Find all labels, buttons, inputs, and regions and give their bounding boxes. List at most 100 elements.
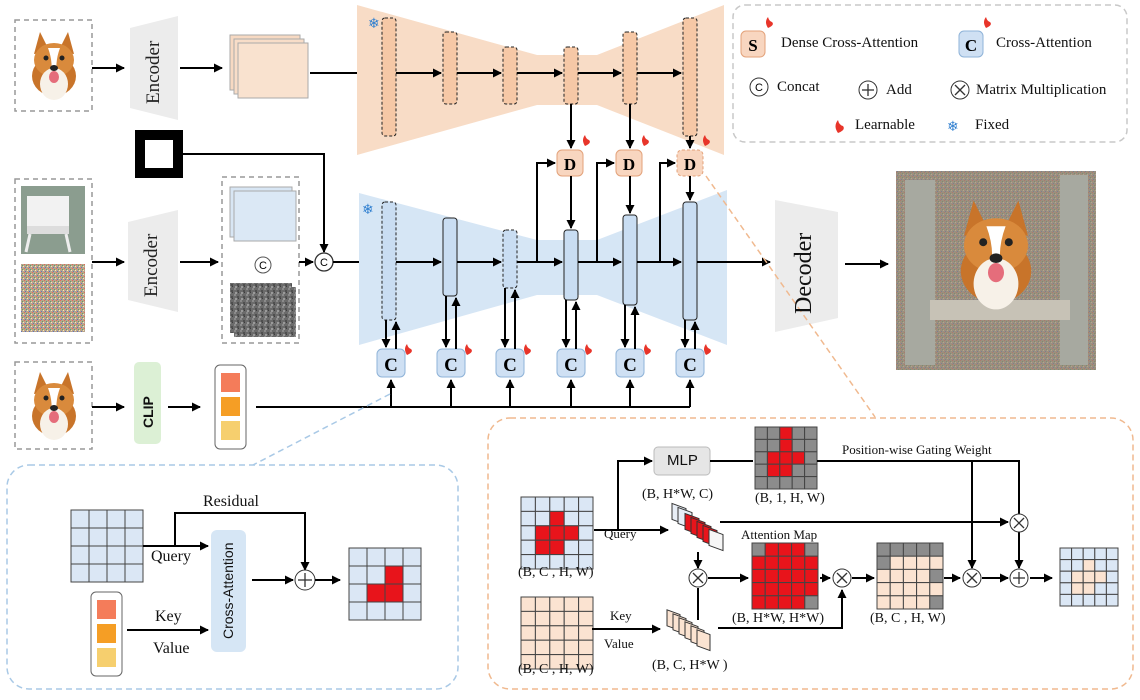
grid-cell (754, 451, 768, 465)
grid-cell (791, 426, 806, 440)
grid-cell (804, 542, 819, 557)
grid-cell (916, 582, 931, 597)
mid-unet-blocks (381, 201, 698, 321)
grid-cell (751, 542, 766, 557)
clip-box (134, 362, 161, 444)
legend-dense-icon (740, 30, 766, 58)
grid-cell (916, 568, 931, 584)
grid-cell (124, 527, 144, 547)
grid-cell (804, 568, 819, 584)
grid-cell (766, 426, 781, 440)
grid-cell (549, 639, 565, 656)
grid-cell (876, 568, 891, 584)
c-label-2: C (444, 355, 458, 376)
grid-cell (1094, 570, 1107, 584)
key-label: Key (155, 608, 182, 625)
grid-cell (1059, 559, 1073, 572)
grid-cell (754, 463, 768, 478)
grid-cell (766, 438, 781, 453)
grid-cell (563, 510, 580, 527)
clip-label: CLIP (140, 396, 156, 428)
legend-dense-text: Dense Cross-Attention (781, 35, 919, 51)
legend-fixed-text: Fixed (975, 117, 1010, 133)
legend-cross-letter: C (965, 36, 977, 55)
grid-cell (889, 582, 904, 597)
grid-cell (791, 438, 806, 453)
grid-cell (563, 539, 580, 556)
grid-cell (766, 451, 781, 465)
grid-cell (1105, 570, 1119, 584)
grid-cell (366, 565, 386, 585)
grid-cell (902, 555, 918, 570)
dim-bhwhw: (B, H*W, H*W) (732, 611, 825, 626)
grid-cell (929, 555, 944, 570)
grid-cell (384, 547, 404, 567)
grid-cell (777, 582, 793, 597)
add-node-right (1009, 568, 1029, 588)
grid-cell (1094, 547, 1107, 561)
legend-add-text: Add (886, 82, 912, 98)
grid-cell (777, 595, 793, 610)
query-feature-grid (520, 496, 594, 570)
legend-concat-text: Concat (777, 79, 820, 95)
grid-cell (1082, 570, 1096, 584)
grid-cell (916, 542, 931, 557)
key-label-right: Key (610, 608, 632, 623)
grid-cell (1105, 559, 1119, 572)
grid-cell (791, 568, 806, 584)
fire-icons-d (583, 135, 710, 146)
grid-cell (764, 568, 779, 584)
query-label: Query (151, 548, 191, 565)
grid-cell (534, 496, 551, 512)
grid-cell (1082, 547, 1096, 561)
grid-cell (106, 545, 126, 565)
grid-cell (751, 555, 766, 570)
grid-cell (929, 568, 944, 584)
grid-cell (916, 555, 931, 570)
grid-cell (520, 510, 536, 527)
grid-cell (348, 601, 368, 621)
grid-cell (1059, 570, 1073, 584)
grid-cell (766, 476, 781, 490)
grid-cell (791, 582, 806, 597)
decoder-label: Decoder (791, 232, 817, 314)
grid-cell (578, 625, 594, 641)
grid-cell (1059, 582, 1073, 595)
concat-symbol-small: C (259, 260, 267, 272)
dim-b1hw: (B, 1, H, W) (755, 491, 825, 506)
grid-cell (578, 539, 594, 556)
fire-icon (766, 17, 773, 28)
grid-cell (1082, 593, 1096, 607)
key-value-embedding (90, 591, 123, 677)
residual-arrow (174, 512, 310, 571)
d-boxes (556, 149, 704, 177)
d-label-2: D (623, 155, 635, 174)
grid-cell (520, 610, 536, 627)
c-label-5: C (623, 355, 637, 376)
grid-cell (549, 496, 565, 512)
dim-bc-hw: (B, C, H*W ) (652, 658, 728, 673)
grid-cell (1105, 582, 1119, 595)
grid-cell (563, 525, 580, 541)
grid-cell (791, 476, 806, 490)
d-label-1: D (564, 155, 576, 174)
grid-cell (1094, 593, 1107, 607)
grid-cell (106, 563, 126, 583)
grid-cell (764, 582, 779, 597)
c-label-4: C (564, 355, 578, 376)
grid-cell (578, 510, 594, 527)
grid-cell (70, 545, 90, 565)
grid-cell (889, 542, 904, 557)
grid-cell (1105, 547, 1119, 561)
grid-cell (366, 547, 386, 567)
grid-cell (402, 565, 422, 585)
grid-cell (402, 547, 422, 567)
query-grid (70, 509, 144, 583)
snowflake-icon: ❄ (362, 202, 374, 218)
grid-cell (804, 463, 818, 478)
grid-cell (804, 582, 819, 597)
grid-cell (754, 476, 768, 490)
grid-cell (1071, 593, 1084, 607)
grid-cell (1059, 547, 1073, 561)
